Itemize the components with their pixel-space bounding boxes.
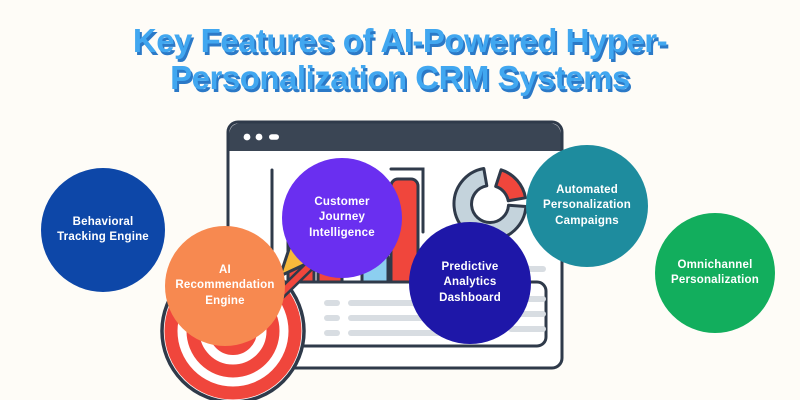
feature-label: Customer Journey Intelligence: [309, 196, 375, 239]
donut-segment-accent: [494, 168, 527, 203]
page-title: Key Features of AI-Powered Hyper- Person…: [0, 22, 800, 96]
feature-label: Omnichannel Personalization: [671, 258, 759, 286]
feature-label: AI Recommendation Engine: [175, 264, 275, 307]
feature-bubble-automated-campaigns: Automated Personalization Campaigns: [526, 145, 648, 267]
window-control-dot-icon: [255, 133, 263, 141]
placeholder-line: [324, 300, 340, 306]
page-title-line2: Personalization CRM Systems: [170, 59, 630, 96]
feature-bubble-behavioral-tracking: Behavioral Tracking Engine: [41, 168, 165, 292]
window-control-dash-icon: [269, 134, 279, 140]
window-controls-icon: [243, 133, 279, 141]
feature-bubble-customer-journey: Customer Journey Intelligence: [282, 158, 402, 278]
placeholder-line: [508, 326, 546, 332]
chart-bracket-line: [389, 167, 425, 234]
feature-bubble-ai-recommendation: AI Recommendation Engine: [165, 226, 285, 346]
placeholder-line: [324, 315, 340, 321]
feature-bubble-omnichannel: Omnichannel Personalization: [655, 213, 775, 333]
feature-label: Automated Personalization Campaigns: [543, 184, 631, 227]
feature-label: Predictive Analytics Dashboard: [439, 261, 501, 304]
placeholder-line: [348, 330, 460, 336]
feature-label: Behavioral Tracking Engine: [57, 215, 149, 243]
browser-window-titlebar: [229, 123, 561, 151]
window-control-dot-icon: [243, 133, 251, 141]
placeholder-line: [324, 330, 340, 336]
feature-bubble-predictive-analytics: Predictive Analytics Dashboard: [409, 222, 531, 344]
page-title-line1: Key Features of AI-Powered Hyper-: [132, 22, 668, 59]
